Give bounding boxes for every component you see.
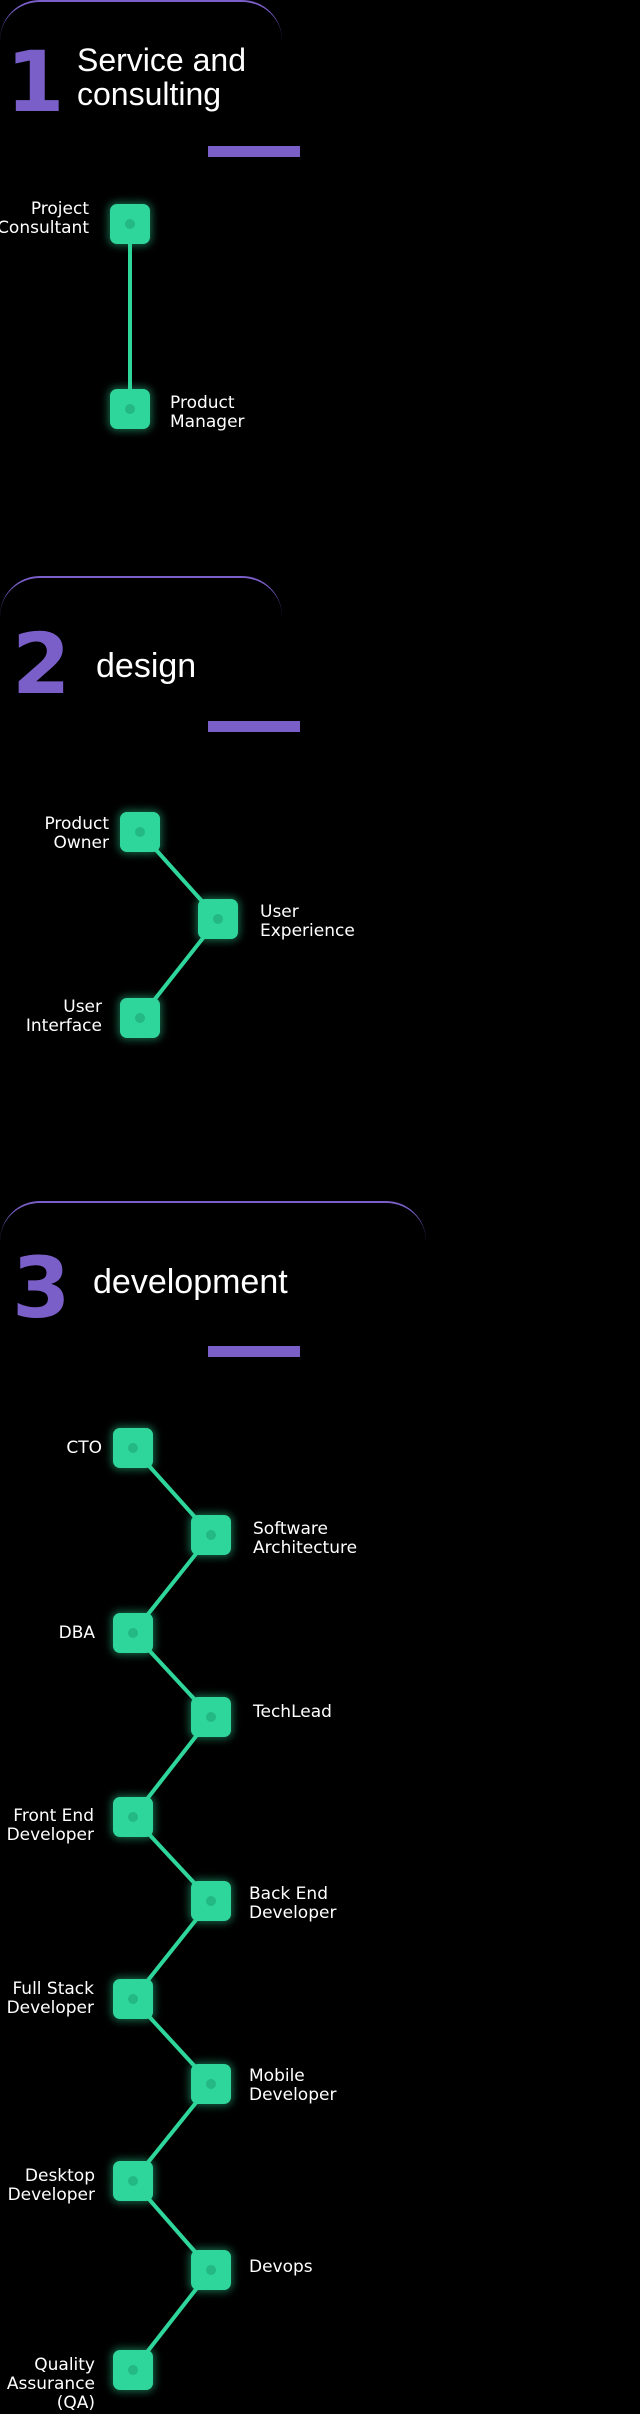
role-label-product-owner: Product Owner: [44, 814, 109, 853]
section-1-title: Service and consulting: [77, 42, 246, 112]
role-node-software-architecture[interactable]: [191, 1515, 231, 1555]
role-label-software-architecture: Software Architecture: [253, 1519, 358, 1558]
role-node-user-interface[interactable]: [120, 998, 160, 1038]
section-2-divider: [208, 721, 300, 732]
role-label-techlead: TechLead: [253, 1702, 332, 1722]
section-1-number: 1: [6, 33, 65, 131]
section-1-divider: [208, 146, 300, 157]
role-label-project-consultant: Project Consultant: [0, 199, 89, 238]
role-label-desktop-developer: Desktop Developer: [7, 2166, 95, 2205]
role-node-techlead[interactable]: [191, 1697, 231, 1737]
role-label-back-end-developer: Back End Developer: [249, 1884, 337, 1923]
section-3-divider: [208, 1346, 300, 1357]
role-node-dba[interactable]: [113, 1613, 153, 1653]
role-node-full-stack-developer[interactable]: [113, 1979, 153, 2019]
role-label-front-end-developer: Front End Developer: [6, 1806, 94, 1845]
role-node-cto[interactable]: [113, 1428, 153, 1468]
role-label-user-experience: User Experience: [260, 902, 355, 941]
role-node-project-consultant[interactable]: [110, 204, 150, 244]
role-node-desktop-developer[interactable]: [113, 2161, 153, 2201]
section-1-top-arc: [0, 0, 282, 40]
role-node-front-end-developer[interactable]: [113, 1797, 153, 1837]
role-label-dba: DBA: [58, 1623, 95, 1643]
role-label-user-interface: User Interface: [25, 997, 102, 1036]
role-label-product-manager: Product Manager: [170, 393, 245, 432]
role-label-cto: CTO: [66, 1438, 102, 1458]
section-3-number: 3: [12, 1239, 71, 1337]
section-2-top-arc: [0, 576, 282, 616]
section-3-top-arc: [0, 1201, 426, 1241]
role-node-devops[interactable]: [191, 2250, 231, 2290]
role-label-devops: Devops: [249, 2257, 313, 2277]
role-node-user-experience[interactable]: [198, 899, 238, 939]
section-2-number: 2: [12, 615, 71, 713]
role-node-back-end-developer[interactable]: [191, 1881, 231, 1921]
section-2-title: design: [96, 647, 197, 685]
role-label-full-stack-developer: Full Stack Developer: [6, 1979, 94, 2018]
role-label-mobile-developer: Mobile Developer: [249, 2066, 337, 2105]
role-node-product-manager[interactable]: [110, 389, 150, 429]
section-3-title: development: [93, 1263, 288, 1301]
role-node-quality-assurance[interactable]: [113, 2350, 153, 2390]
role-node-mobile-developer[interactable]: [191, 2064, 231, 2104]
role-node-product-owner[interactable]: [120, 812, 160, 852]
role-label-quality-assurance: Quality Assurance (QA): [6, 2355, 95, 2413]
